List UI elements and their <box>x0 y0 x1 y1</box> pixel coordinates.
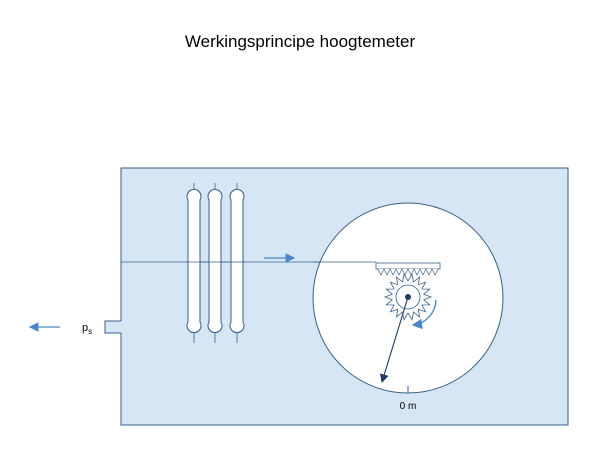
dial-zero-label: 0 m <box>400 401 417 412</box>
capsule <box>229 183 245 343</box>
aneroid-capsules <box>121 183 440 343</box>
pointer <box>380 294 411 384</box>
gear-rack <box>375 262 441 276</box>
capsule <box>186 183 202 343</box>
page-title: Werkingsprincipe hoogtemeter <box>184 32 416 51</box>
static-port: ps <box>28 322 92 336</box>
curved-arrow-icon <box>411 299 437 330</box>
capsule <box>207 183 223 343</box>
static-pressure-label: ps <box>82 322 92 336</box>
